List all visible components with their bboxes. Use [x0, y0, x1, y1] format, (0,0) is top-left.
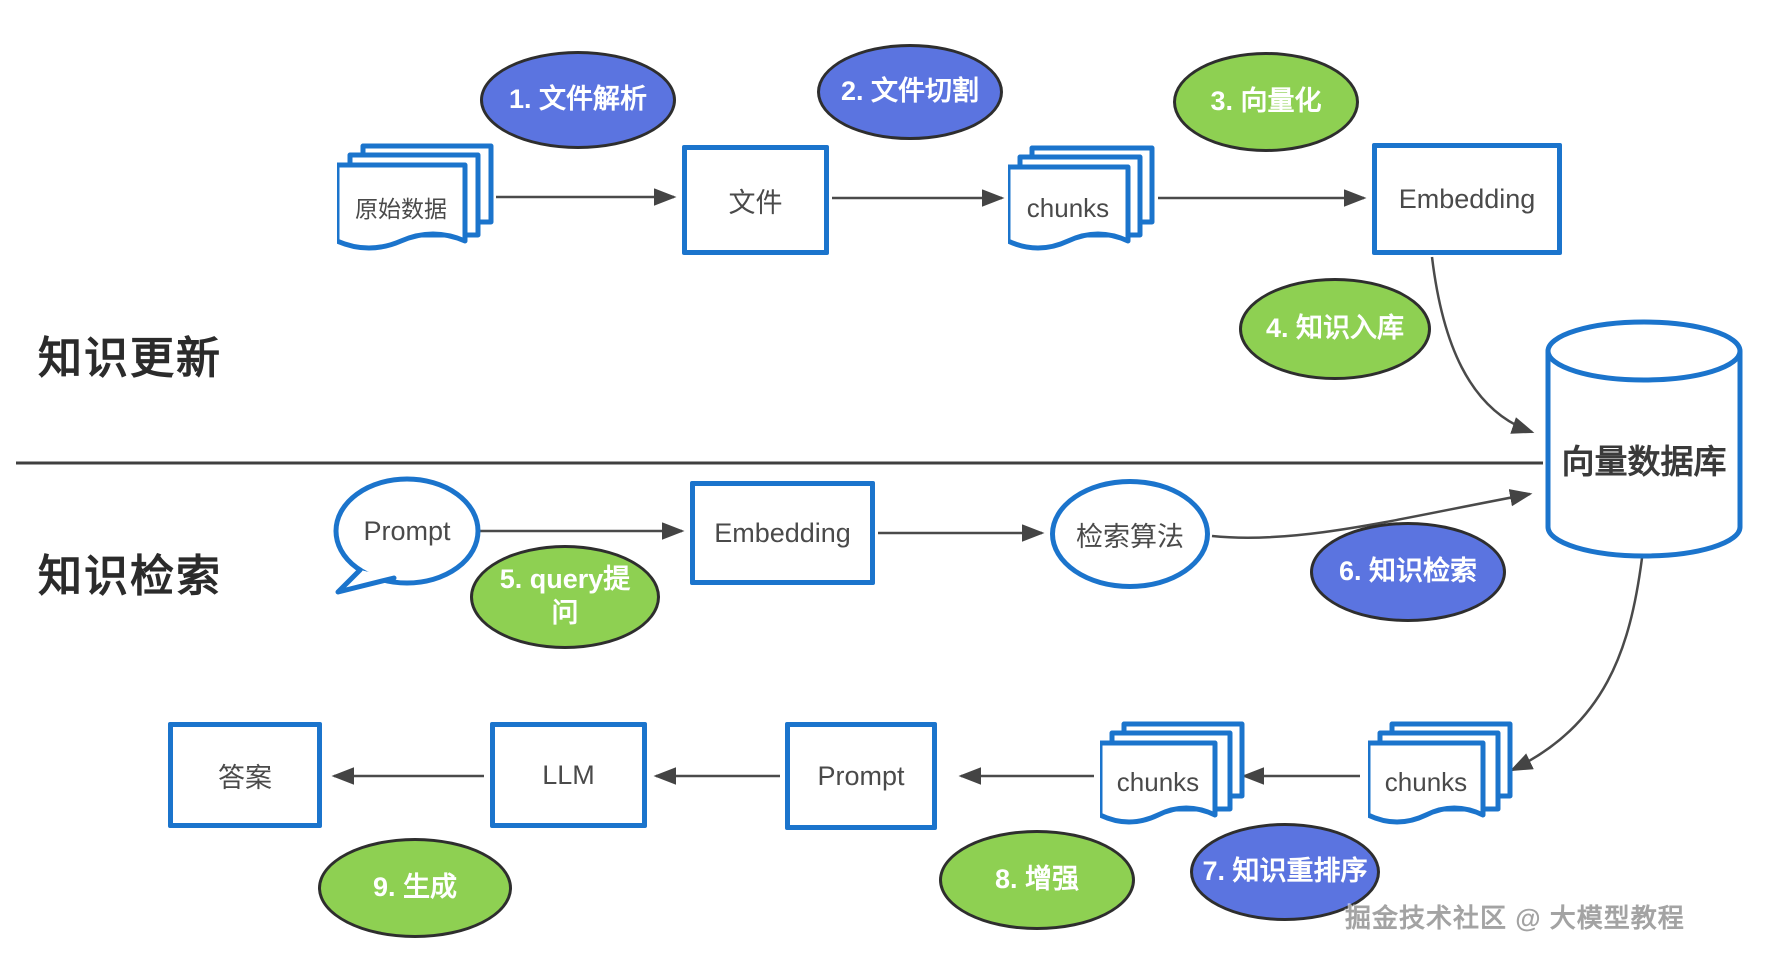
retrieval-algo-label: 检索算法 [1076, 521, 1184, 552]
chunks-top-stack: chunks [1008, 145, 1155, 251]
step-oval-1-file-parsing: 1. 文件解析 [480, 51, 676, 149]
doc-page-front [337, 162, 468, 251]
step-4-label: 4. 知识入库 [1265, 313, 1405, 344]
raw-data-doc-stack: 原始数据 [337, 143, 494, 251]
watermark-text: 掘金技术社区 @ 大模型教程 [1345, 903, 1685, 933]
step-oval-4-knowledge-store: 4. 知识入库 [1239, 278, 1431, 380]
llm-label: LLM [542, 759, 595, 790]
vector-db-label: 向量数据库 [1562, 443, 1727, 480]
vector-db-cylinder: 向量数据库 [1545, 319, 1743, 559]
step-oval-8-augment: 8. 增强 [939, 830, 1135, 930]
step-oval-3-vectorization: 3. 向量化 [1173, 52, 1359, 152]
chunks-retrieved-stack: chunks [1368, 721, 1513, 825]
doc-page-front [1008, 164, 1131, 251]
doc-page-front [1368, 740, 1486, 825]
chunks-top-label: chunks [1027, 193, 1109, 223]
prompt-bubble-label: Prompt [363, 516, 451, 546]
chunks-rerank-label: chunks [1117, 767, 1199, 797]
retrieval-algo-ellipse: 检索算法 [1050, 479, 1210, 589]
prompt-box-label: Prompt [817, 760, 905, 791]
answer-label: 答案 [218, 762, 272, 793]
doc-page-front [1100, 740, 1218, 825]
chunks-retrieved-label: chunks [1385, 767, 1467, 797]
step-oval-9-generate: 9. 生成 [318, 838, 512, 938]
chunks-rerank-stack: chunks [1100, 721, 1245, 825]
bubble-body [333, 476, 481, 586]
raw-data-label: 原始数据 [355, 196, 447, 222]
llm-box: LLM [490, 722, 647, 828]
step-9-label: 9. 生成 [372, 872, 458, 903]
step-5-label: 5. query提问 [499, 564, 631, 628]
arrow-embedding-to-vectordb [1430, 256, 1535, 434]
step-oval-5-query: 5. query提问 [470, 545, 660, 649]
prompt-speech-bubble: Prompt [333, 476, 481, 595]
embedding-mid-box: Embedding [690, 481, 875, 585]
prompt-box: Prompt [785, 722, 937, 830]
cylinder-top [1545, 319, 1743, 383]
step-2-label: 2. 文件切割 [840, 76, 980, 107]
section-label-knowledge-retrieval: 知识检索 [38, 552, 222, 601]
step-oval-7-rerank: 7. 知识重排序 [1190, 823, 1380, 921]
step-oval-6-knowledge-retrieval: 6. 知识检索 [1310, 522, 1506, 622]
embedding-top-label: Embedding [1398, 183, 1536, 214]
bubble-tail-outline [335, 567, 397, 595]
step-1-label: 1. 文件解析 [508, 84, 648, 115]
step-7-label: 7. 知识重排序 [1202, 856, 1368, 887]
embedding-mid-label: Embedding [714, 517, 851, 548]
arrow-vectordb-to-chunks [1509, 557, 1644, 772]
step-oval-2-file-splitting: 2. 文件切割 [817, 44, 1003, 140]
arrow-algo-to-vectordb [1211, 489, 1533, 539]
step-8-label: 8. 增强 [994, 864, 1080, 895]
file-box: 文件 [682, 145, 829, 255]
step-3-label: 3. 向量化 [1210, 86, 1322, 117]
step-6-label: 6. 知识检索 [1338, 556, 1478, 587]
cylinder-body [1545, 351, 1743, 559]
section-label-knowledge-update: 知识更新 [38, 334, 222, 383]
file-label: 文件 [728, 187, 783, 218]
answer-box: 答案 [168, 722, 322, 828]
embedding-top-box: Embedding [1372, 143, 1562, 255]
